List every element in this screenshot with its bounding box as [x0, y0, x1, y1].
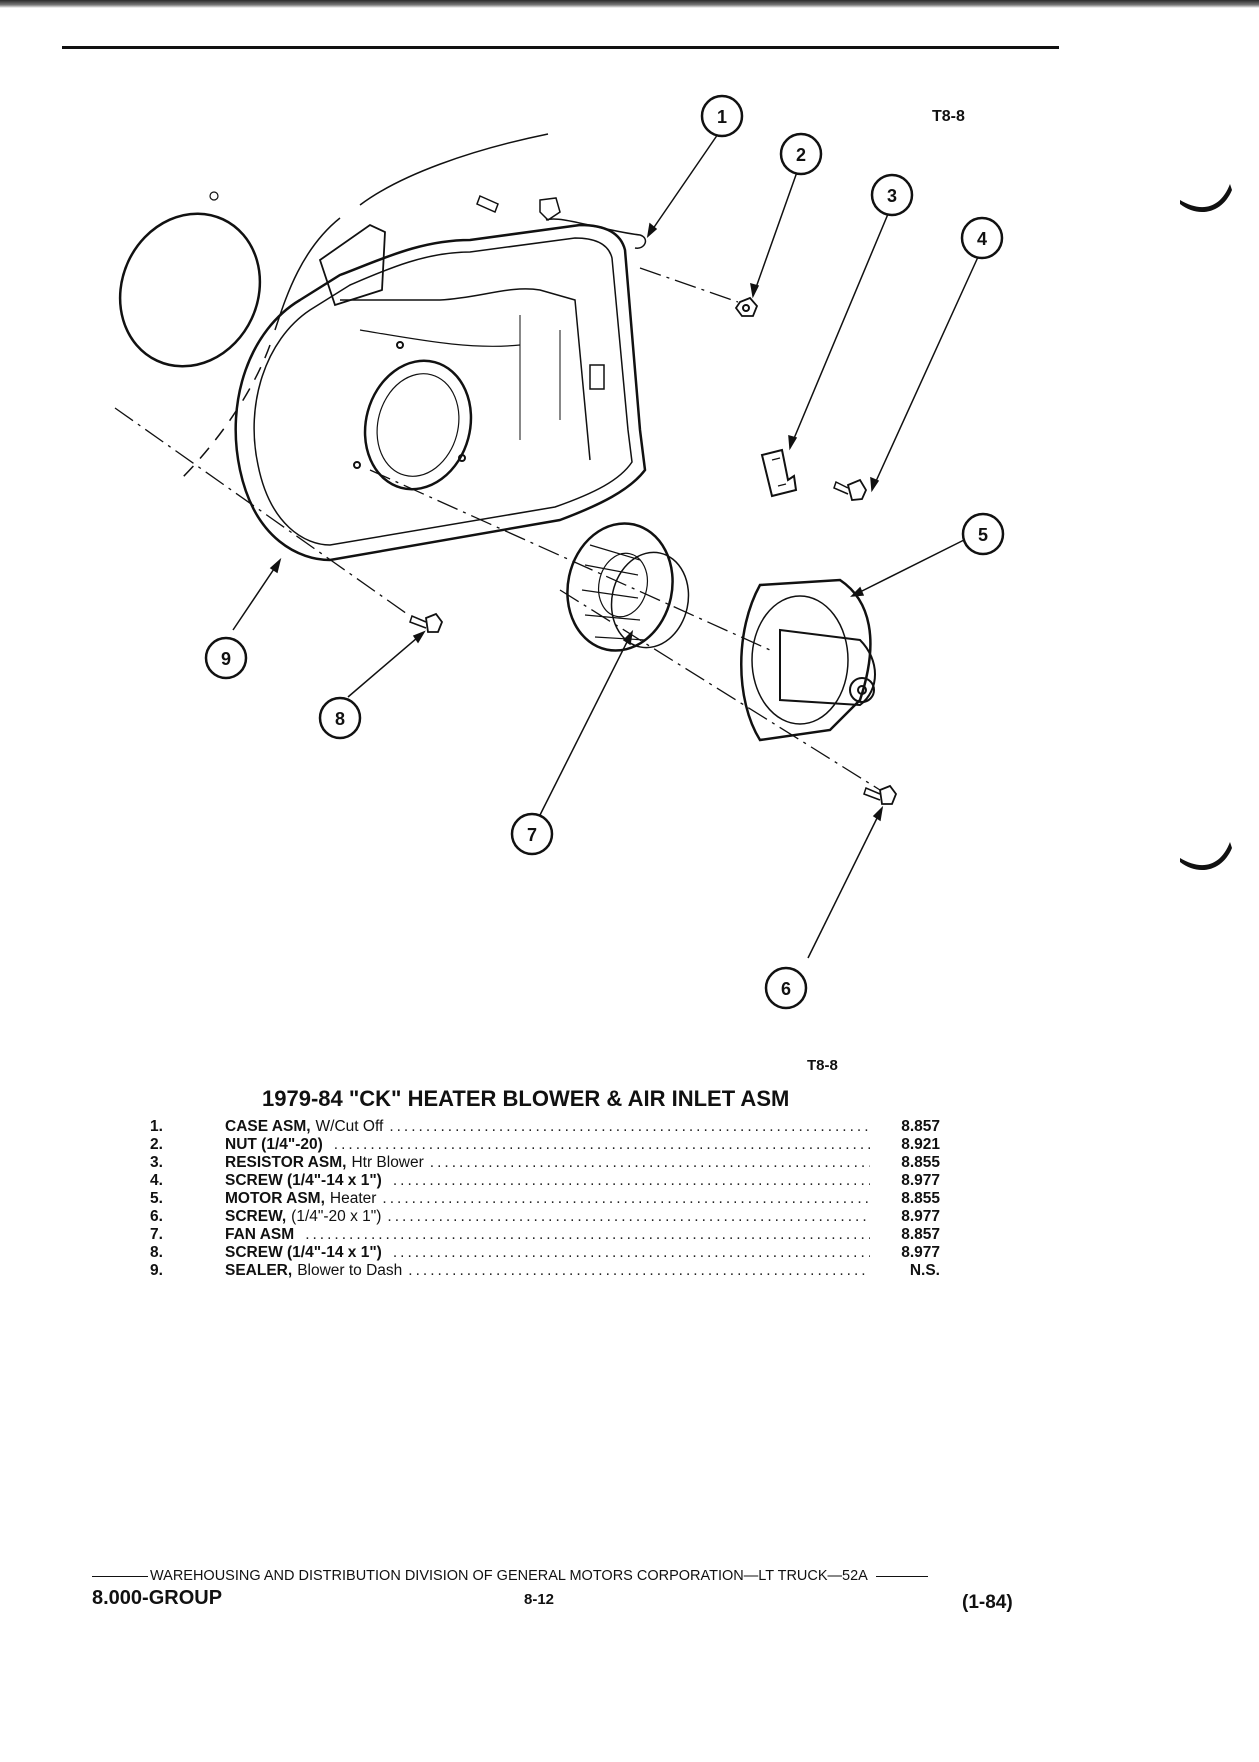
part-name: RESISTOR ASM,: [225, 1154, 347, 1171]
leader-dots: [383, 1118, 870, 1136]
callout-8-label: 8: [335, 709, 345, 729]
part-group-code: 8.921: [901, 1136, 940, 1153]
callout-4: [960, 216, 1004, 260]
leader-dots: [381, 1208, 870, 1226]
footer-publisher-line: WAREHOUSING AND DISTRIBUTION DIVISION OF…: [92, 1568, 1032, 1584]
leader-dots: [376, 1190, 870, 1208]
part-group-code: 8.977: [901, 1208, 940, 1225]
parts-row: 2. NUT (1/4"-20) 8.921: [150, 1136, 940, 1154]
callout-6-label: 6: [781, 979, 791, 999]
leader-dots: [424, 1154, 870, 1172]
parts-row: 5. MOTOR ASM, Heater 8.855: [150, 1190, 940, 1208]
callout-2: [779, 132, 823, 176]
part-number: 1.: [150, 1118, 163, 1135]
part-number: 6.: [150, 1208, 163, 1225]
leader-dots: [299, 1226, 870, 1244]
parts-row: 9. SEALER, Blower to Dash N.S.: [150, 1262, 940, 1280]
part-description: Blower to Dash: [297, 1262, 403, 1279]
footer-date-code: (1-84): [962, 1592, 1013, 1613]
part-group-code: 8.977: [901, 1244, 940, 1261]
part-name: MOTOR ASM,: [225, 1190, 325, 1207]
parts-row: 4. SCREW (1/4"-14 x 1") 8.977: [150, 1172, 940, 1190]
footer-publisher-text: WAREHOUSING AND DISTRIBUTION DIVISION OF…: [150, 1568, 868, 1584]
part-description: Htr Blower: [351, 1154, 424, 1171]
part-group-code: 8.977: [901, 1172, 940, 1189]
parts-row: 8. SCREW (1/4"-14 x 1") 8.977: [150, 1244, 940, 1262]
callout-2-label: 2: [796, 145, 806, 165]
callout-7: [510, 812, 554, 856]
part-name: CASE ASM,: [225, 1118, 311, 1135]
part-number: 4.: [150, 1172, 163, 1189]
footer-rule-left: [92, 1575, 148, 1577]
part-name: SCREW (1/4"-14 x 1"): [225, 1244, 382, 1261]
parts-list-title: 1979-84 "CK" HEATER BLOWER & AIR INLET A…: [262, 1086, 790, 1111]
part-name: NUT (1/4"-20): [225, 1136, 323, 1153]
part-group-code: 8.855: [901, 1154, 940, 1171]
parts-row: 3. RESISTOR ASM, Htr Blower 8.855: [150, 1154, 940, 1172]
leader-dots: [402, 1262, 870, 1280]
figure-tag-caption: T8-8: [807, 1057, 838, 1074]
part-name: SEALER,: [225, 1262, 293, 1279]
footer-page-number: 8-12: [524, 1591, 555, 1608]
callout-3: [870, 173, 914, 217]
part-description: Heater: [329, 1190, 377, 1207]
callout-7-label: 7: [527, 825, 537, 845]
part-group-code: 8.855: [901, 1190, 940, 1207]
header-rule: [62, 46, 1059, 49]
footer-group-label: 8.000-GROUP: [92, 1587, 223, 1609]
part-name: FAN ASM: [225, 1226, 295, 1243]
callout-9: [204, 636, 248, 680]
footer-rule-right: [875, 1575, 928, 1577]
leader-dots: [387, 1172, 870, 1190]
part-number: 8.: [150, 1244, 163, 1261]
part-description: (1/4"-20 x 1"): [291, 1208, 382, 1225]
callout-3-label: 3: [887, 186, 897, 206]
parts-row: 7. FAN ASM 8.857: [150, 1226, 940, 1244]
callout-4-label: 4: [977, 229, 987, 249]
part-number: 9.: [150, 1262, 163, 1279]
figure-tag-top: T8-8: [932, 108, 965, 125]
parts-row: 1. CASE ASM, W/Cut Off 8.857: [150, 1118, 940, 1136]
part-name: SCREW (1/4"-14 x 1"): [225, 1172, 382, 1189]
part-number: 5.: [150, 1190, 163, 1207]
callout-9-label: 9: [221, 649, 231, 669]
callout-1-label: 1: [717, 107, 727, 127]
part-number: 7.: [150, 1226, 163, 1243]
part-name: SCREW,: [225, 1208, 287, 1225]
part-number: 3.: [150, 1154, 163, 1171]
callout-5-label: 5: [978, 525, 988, 545]
leader-dots: [328, 1136, 870, 1154]
parts-list: 1. CASE ASM, W/Cut Off 8.857 2. NUT (1/4…: [150, 1118, 940, 1280]
part-group-code: N.S.: [909, 1262, 940, 1279]
leader-dots: [387, 1244, 870, 1262]
parts-row: 6. SCREW, (1/4"-20 x 1") 8.977: [150, 1208, 940, 1226]
part-number: 2.: [150, 1136, 163, 1153]
binder-edge-marks: [1180, 184, 1232, 871]
callout-1: [700, 94, 744, 138]
callout-6: [764, 966, 808, 1010]
callout-5: [961, 512, 1005, 556]
scan-top-edge: [0, 0, 1259, 8]
callout-8: [318, 696, 362, 740]
part-group-code: 8.857: [901, 1118, 940, 1135]
exploded-parts-diagram: 1 2 3 4 5 6 7 8 9: [114, 94, 1232, 1010]
part-group-code: 8.857: [901, 1226, 940, 1243]
part-description: W/Cut Off: [315, 1118, 384, 1135]
